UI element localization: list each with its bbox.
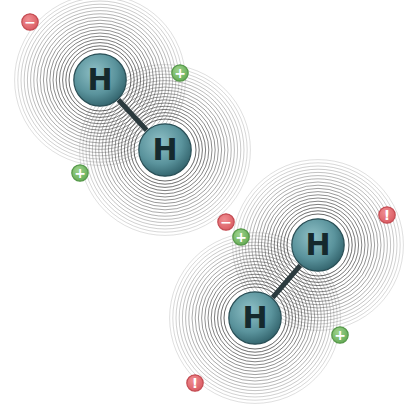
orbital-ring <box>211 274 299 362</box>
hydrogen-atom: H <box>291 218 345 272</box>
orbital-ring <box>115 100 215 200</box>
hydrogen-atom: H <box>138 123 192 177</box>
charge-sign: ! <box>384 208 390 222</box>
orbital-ring <box>186 249 325 388</box>
orbital-ring <box>96 81 235 220</box>
node-circle <box>379 207 395 223</box>
orbital-ring <box>195 258 315 378</box>
node-circle <box>74 54 126 106</box>
node-circle <box>172 65 188 81</box>
node-circle <box>218 214 234 230</box>
node-circle <box>233 229 249 245</box>
negative-charge: ! <box>378 206 396 224</box>
node-circle <box>22 14 38 30</box>
negative-charge: − <box>21 13 39 31</box>
node-circle <box>187 375 203 391</box>
orbital-ring <box>108 93 221 206</box>
orbital-ring <box>202 265 309 372</box>
orbital-ring <box>37 17 163 143</box>
orbital-ring <box>31 11 170 150</box>
charge-sign: + <box>235 230 247 244</box>
orbital-ring <box>192 255 318 381</box>
orbital-ring <box>189 252 321 384</box>
orbital-ring <box>15 0 186 165</box>
charge-sign: + <box>334 328 346 342</box>
orbital-ring <box>198 261 311 374</box>
element-symbol: H <box>152 135 177 165</box>
charge-sign: − <box>24 15 36 29</box>
orbital-ring <box>40 20 160 140</box>
charge-sign: + <box>74 166 86 180</box>
charge-sign: + <box>174 66 186 80</box>
element-symbol: H <box>305 230 330 260</box>
charge-sign: ! <box>192 376 198 390</box>
node-circle <box>139 124 191 176</box>
positive-charge: + <box>71 164 89 182</box>
node-circle <box>229 292 281 344</box>
covalent-bond <box>118 100 146 130</box>
hydrogen-atom: H <box>73 53 127 107</box>
orbital-ring <box>249 176 388 315</box>
positive-charge: + <box>331 326 349 344</box>
orbital-ring <box>252 179 384 311</box>
orbital-ring <box>43 23 156 136</box>
orbital-ring <box>112 97 219 204</box>
negative-charge: ! <box>186 374 204 392</box>
charge-sign: − <box>220 215 232 229</box>
orbital-ring <box>214 277 295 358</box>
orbital-ring <box>205 268 305 368</box>
node-circle <box>72 165 88 181</box>
orbital-ring <box>80 65 251 236</box>
positive-charge: + <box>171 64 189 82</box>
orbital-ring <box>102 87 228 213</box>
element-symbol: H <box>87 65 112 95</box>
orbital-ring <box>105 90 225 210</box>
negative-charge: − <box>217 213 235 231</box>
node-circle <box>332 327 348 343</box>
orbital-ring <box>99 84 231 216</box>
covalent-bond <box>273 265 301 297</box>
element-symbol: H <box>242 303 267 333</box>
orbital-ring <box>208 271 302 365</box>
positive-charge: + <box>232 228 250 246</box>
hydrogen-atom: H <box>228 291 282 345</box>
orbital-ring <box>218 281 293 356</box>
node-circle <box>292 219 344 271</box>
